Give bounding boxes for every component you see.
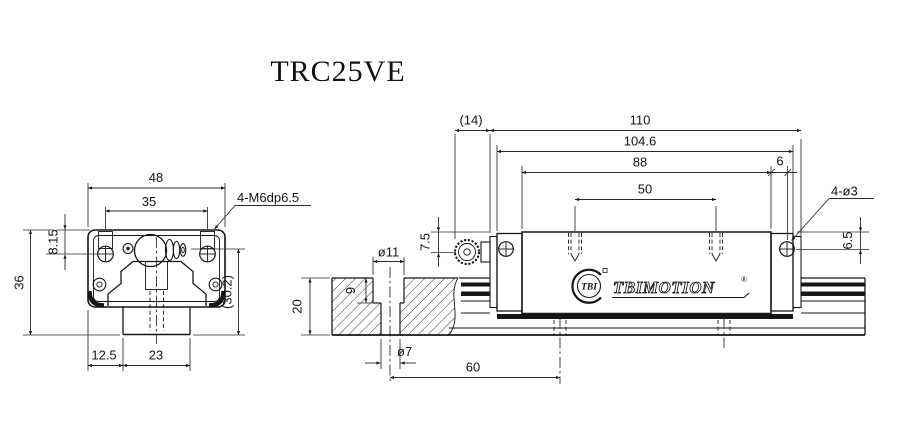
left-end-seal bbox=[489, 235, 498, 309]
mount-screw-left bbox=[97, 231, 114, 263]
registered-mark: ® bbox=[741, 275, 747, 284]
front-view-dimensions: 48 35 4-M6dp6.5 8.15 36 bbox=[12, 170, 311, 371]
carriage-body bbox=[521, 231, 772, 315]
logo-registered-box bbox=[602, 268, 608, 273]
front-view: 48 35 4-M6dp6.5 8.15 36 bbox=[12, 170, 311, 371]
right-end-cap bbox=[770, 232, 794, 312]
dim-counterbore-depth: 9 bbox=[343, 287, 358, 294]
mount-screw-right bbox=[199, 231, 216, 263]
corner-seal-left bbox=[87, 290, 105, 308]
dim-bolt-hole-dia: ø7 bbox=[397, 344, 412, 359]
dim-rail-hole-pitch: 60 bbox=[466, 360, 480, 375]
carriage-thread-hole-left bbox=[568, 233, 582, 262]
rail-right-segment bbox=[801, 277, 866, 335]
cap-holes-callout: 4-ø3 bbox=[831, 184, 858, 199]
dim-nipple-height: (30.2) bbox=[220, 275, 235, 309]
left-end-cap bbox=[496, 232, 523, 312]
nipple-body-icon bbox=[133, 233, 168, 268]
cap-hole-left bbox=[498, 241, 514, 257]
dim-cap-hole-offset: 6 bbox=[776, 154, 783, 169]
dim-rail-width: 23 bbox=[149, 348, 163, 363]
cap-holes-leader bbox=[791, 198, 830, 241]
end-cap-outer bbox=[87, 229, 226, 308]
dim-width-48: 48 bbox=[149, 170, 163, 185]
dim-carriage-length: 104.6 bbox=[624, 134, 657, 149]
side-view: TBI TBIMOTION ® (14) bbox=[290, 113, 874, 384]
section-hatching bbox=[332, 278, 458, 335]
dim-hole-spacing-35: 35 bbox=[142, 194, 156, 209]
dim-end-protrusion: (14) bbox=[459, 113, 482, 128]
nipple-knurl-icon bbox=[454, 239, 480, 265]
screw-head-icon bbox=[199, 245, 216, 263]
dim-cap-hole-height: 6.5 bbox=[840, 231, 855, 249]
corner-seal-right bbox=[208, 290, 226, 308]
brand-logo: TBI TBIMOTION ® bbox=[571, 268, 750, 304]
break-line bbox=[448, 277, 459, 336]
brand-wordmark: TBIMOTION bbox=[613, 278, 715, 297]
dim-rail-height: 20 bbox=[290, 299, 305, 313]
bottom-seal bbox=[497, 314, 793, 319]
corner-hole-left bbox=[92, 277, 107, 292]
carriage-side: TBI TBIMOTION ® bbox=[454, 231, 802, 319]
dim-counterbore-dia: ø11 bbox=[378, 245, 399, 260]
rail-left-stub bbox=[459, 277, 490, 314]
dim-height-36: 36 bbox=[12, 275, 27, 289]
cap-hole-right bbox=[779, 241, 795, 257]
corner-hole-right bbox=[208, 277, 223, 292]
rail-holes-hidden bbox=[553, 318, 731, 384]
dim-nipple-offset: 7.5 bbox=[418, 233, 433, 251]
dim-edge-to-rail: 12.5 bbox=[91, 348, 116, 363]
screw-head-icon bbox=[97, 245, 114, 263]
drawing-title: TRC25VE bbox=[270, 55, 405, 88]
grease-nipple-side bbox=[454, 239, 491, 265]
dim-body-length: 88 bbox=[633, 155, 647, 170]
rail-cross-section bbox=[107, 237, 207, 344]
logo-badge-text: TBI bbox=[581, 283, 597, 293]
dim-screw-offset: 8.15 bbox=[46, 229, 61, 254]
thread-leader bbox=[214, 205, 236, 230]
dim-total-length: 110 bbox=[630, 113, 651, 128]
grease-nipple-front bbox=[122, 233, 187, 268]
side-view-dimensions: (14) 110 104.6 88 6 50 4 bbox=[290, 113, 874, 380]
logo-swoosh-icon bbox=[571, 268, 602, 304]
thread-callout: 4-M6dp6.5 bbox=[237, 190, 299, 205]
carriage-thread-hole-right bbox=[709, 233, 723, 262]
dim-mount-hole-pitch: 50 bbox=[638, 182, 652, 197]
rail-section bbox=[331, 267, 459, 384]
